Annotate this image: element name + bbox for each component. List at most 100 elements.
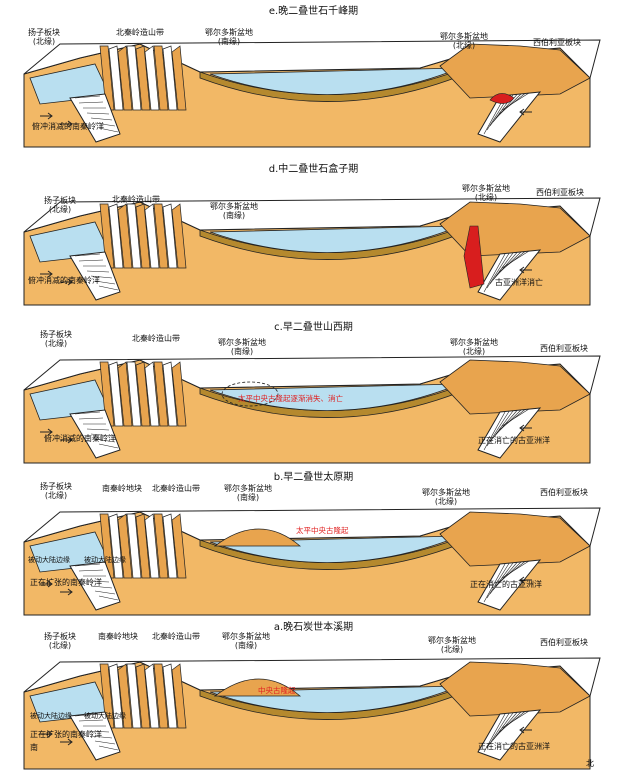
slab-hatch xyxy=(98,127,119,133)
label-uplift-note: 太平中央古隆起 xyxy=(296,526,349,535)
slab-hatch xyxy=(94,280,116,285)
orogen-slab xyxy=(117,663,133,729)
motion-arrow xyxy=(40,270,53,278)
panel-title: e.晚二叠世石千峰期 xyxy=(268,6,359,17)
orogen-slab xyxy=(171,45,187,111)
slab-hatch xyxy=(501,250,530,269)
basin-water xyxy=(209,383,461,411)
orogen-slab xyxy=(162,513,178,579)
label-ordos-south: 鄂尔多斯盆地(南缘) xyxy=(224,484,272,502)
orogen-slab xyxy=(135,361,151,427)
panel-e: e.晚二叠世石千峰期 扬子板块(北缘) 北秦岭造山带 鄂尔多斯盆地(南缘) 鄂尔… xyxy=(0,0,627,155)
label-siberia: 西伯利亚板块 xyxy=(540,488,588,497)
label-qinling-orogen: 北秦岭造山带 xyxy=(116,28,164,37)
orogen-slab xyxy=(153,203,169,269)
uplift-outline xyxy=(221,381,279,407)
slab-hatch xyxy=(90,275,113,279)
slab-hatch xyxy=(78,417,104,420)
label-uplift-note: 太平中央古隆起逐渐消失、消亡 xyxy=(238,394,343,403)
orogen-slab xyxy=(171,513,187,579)
motion-arrow xyxy=(519,424,532,432)
orogen-slab xyxy=(153,45,169,111)
panel-b: b.早二叠世太原期 扬子板块(北缘) 南秦岭地块 北秦岭造山带 鄂尔多斯盆地(南… xyxy=(0,468,627,623)
label-qinling-orogen: 北秦岭造山带 xyxy=(112,195,160,204)
motion-arrow xyxy=(519,266,532,274)
label-ocean-note: 俯冲消减的南秦岭洋 xyxy=(28,276,100,285)
slab-hatch xyxy=(74,95,101,99)
orogen-slab xyxy=(108,513,124,579)
orogen-slab xyxy=(99,513,115,579)
slab-hatch xyxy=(86,730,110,733)
slab-hatch xyxy=(78,101,104,104)
central-uplift xyxy=(213,678,302,697)
slab-hatch xyxy=(483,563,506,603)
cross-section xyxy=(23,507,601,616)
slab-hatch xyxy=(94,590,116,595)
slab-hatch xyxy=(90,585,113,589)
label-asian-ocean: 古亚洲洋消亡 xyxy=(495,278,543,287)
orogen-slab xyxy=(117,203,133,269)
orogen-slab xyxy=(126,663,142,729)
panel-title: d.中二叠世石盒子期 xyxy=(268,164,359,175)
label-qinling-orogen: 北秦岭造山带 xyxy=(132,334,180,343)
slab-hatch xyxy=(90,433,113,437)
slab-hatch xyxy=(483,411,506,451)
slab-hatch xyxy=(94,438,116,443)
label-margin-1: 被动大陆边缘 xyxy=(30,712,72,720)
label-ocean-note: 正在扩张的南秦岭洋 xyxy=(30,730,102,739)
label-asian-ocean: 正在消亡的古亚洲洋 xyxy=(478,436,550,445)
orogen-slab xyxy=(144,361,160,427)
northern-margin xyxy=(439,359,591,415)
label-ordos-north: 鄂尔多斯盆地(北缘) xyxy=(450,338,498,356)
slab-hatch xyxy=(98,595,119,601)
orogen-slab xyxy=(135,45,151,111)
slab-hatch xyxy=(483,713,506,753)
orogen-slab xyxy=(126,45,142,111)
orogen-slab xyxy=(99,663,115,729)
direction-south: 南 xyxy=(30,743,38,752)
motion-arrow xyxy=(40,730,53,738)
orogen-slab xyxy=(117,45,133,111)
subducting-slab-north xyxy=(477,91,542,143)
basin-water xyxy=(209,67,461,95)
label-yangtze: 扬子板块(北缘) xyxy=(40,330,72,348)
label-siberia: 西伯利亚板块 xyxy=(540,344,588,353)
orogen-slab xyxy=(108,203,124,269)
slab-hatch xyxy=(78,569,104,572)
label-siberia: 西伯利亚板块 xyxy=(533,38,581,47)
slab-hatch xyxy=(486,713,510,749)
orogen-slab xyxy=(99,361,115,427)
label-qinling-orogen: 北秦岭造山带 xyxy=(152,484,200,493)
motion-arrow xyxy=(60,436,73,444)
slab-hatch xyxy=(98,285,119,291)
label-ordos-south: 鄂尔多斯盆地(南缘) xyxy=(205,28,253,46)
motion-arrow xyxy=(60,278,73,286)
label-asian-ocean: 正在消亡的古亚洲洋 xyxy=(478,742,550,751)
slab-hatch xyxy=(86,428,110,431)
slab-hatch xyxy=(501,560,530,579)
northern-margin xyxy=(439,511,591,567)
orogen-slab xyxy=(126,203,142,269)
slab-hatch xyxy=(78,259,104,262)
label-yangtze: 扬子板块(北缘) xyxy=(44,196,76,214)
label-margin-1: 被动大陆边缘 xyxy=(28,556,70,564)
subducting-slab-north xyxy=(477,709,542,761)
orogen-slab xyxy=(144,513,160,579)
slab-hatch xyxy=(86,270,110,273)
cross-section xyxy=(23,657,601,770)
motion-arrow xyxy=(60,588,73,596)
label-ocean-note: 俯冲消减的南秦岭洋 xyxy=(32,122,104,131)
label-ordos-south: 鄂尔多斯盆地(南缘) xyxy=(222,632,270,650)
label-ordos-south: 鄂尔多斯盆地(南缘) xyxy=(218,338,266,356)
label-yangtze: 扬子板块(北缘) xyxy=(40,482,72,500)
magma-intrusion xyxy=(463,225,485,289)
slab-hatch xyxy=(78,719,104,722)
orogen-slab xyxy=(135,203,151,269)
slab-hatch xyxy=(74,713,101,717)
slab-hatch xyxy=(74,253,101,257)
orogen-slab xyxy=(162,663,178,729)
orogen-slab xyxy=(171,203,187,269)
motion-arrow xyxy=(519,576,532,584)
label-ordos-north: 鄂尔多斯盆地(北缘) xyxy=(462,184,510,202)
